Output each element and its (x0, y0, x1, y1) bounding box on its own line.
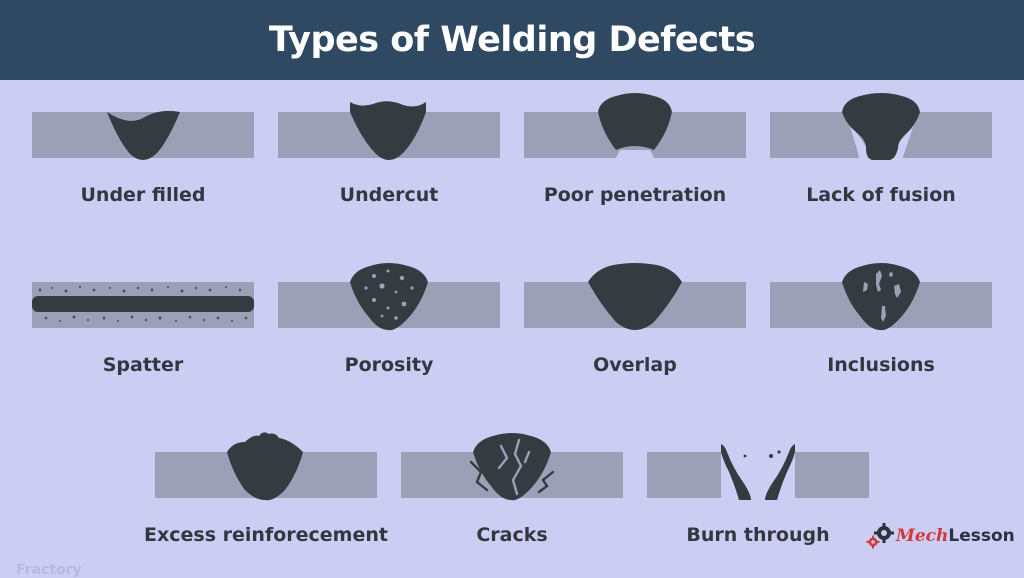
logo-text-mech: Mech (896, 526, 949, 546)
label-under-filled: Under filled (80, 184, 206, 206)
label-excess-reinforcement: Excess reinforecement (144, 524, 388, 546)
logo-text-lesson: Lesson (948, 526, 1015, 546)
label-overlap: Overlap (593, 354, 677, 376)
lack-of-fusion-illustration (770, 93, 992, 160)
inclusions-illustration (770, 263, 992, 331)
header-bar: Types of Welding Defects (0, 0, 1024, 80)
label-lack-of-fusion: Lack of fusion (806, 184, 956, 206)
label-cracks: Cracks (476, 524, 548, 546)
poor-penetration-illustration (524, 93, 746, 158)
label-spatter: Spatter (102, 354, 184, 376)
overlap-illustration (524, 263, 746, 330)
undercut-illustration (278, 101, 500, 160)
label-inclusions: Inclusions (827, 354, 935, 376)
label-poor-penetration: Poor penetration (543, 184, 727, 206)
label-burn-through: Burn through (686, 524, 830, 546)
watermark: Fractory (16, 562, 82, 578)
cracks-illustration (401, 433, 623, 501)
mechlesson-logo: Mech Lesson (864, 522, 1015, 550)
gear-icon (866, 523, 894, 549)
label-porosity: Porosity (344, 354, 434, 376)
label-undercut: Undercut (339, 184, 439, 206)
excess-reinforcement-illustration (155, 432, 377, 501)
under-filled-illustration (32, 110, 254, 160)
spatter-illustration (32, 282, 254, 328)
burn-through-illustration (647, 444, 869, 500)
page-title: Types of Welding Defects (268, 20, 756, 60)
porosity-illustration (278, 263, 500, 331)
